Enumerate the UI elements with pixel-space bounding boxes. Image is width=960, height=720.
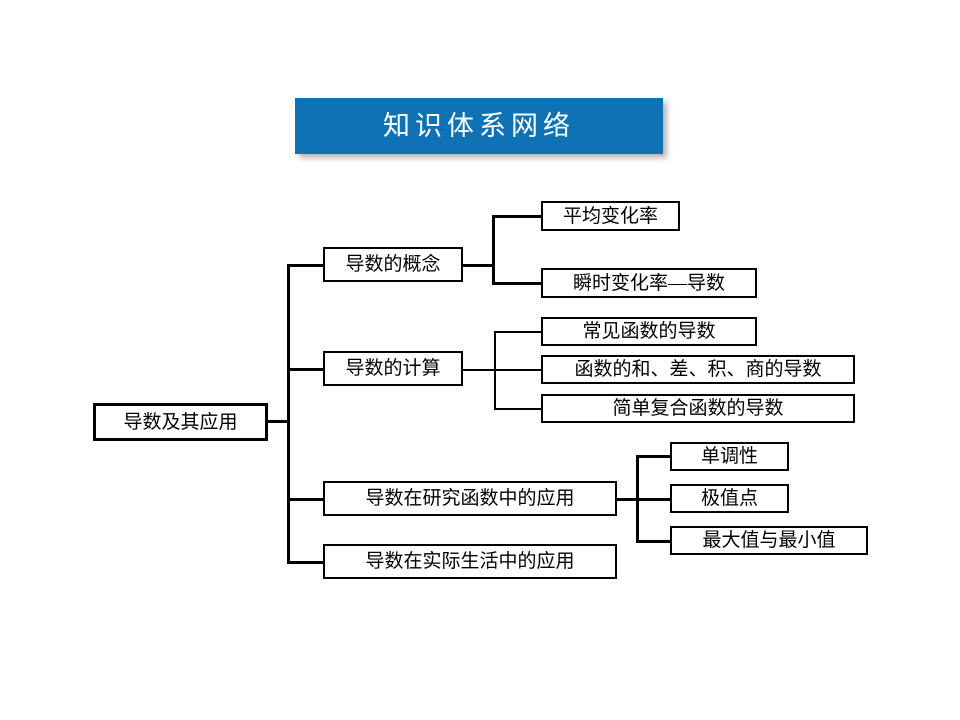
connector-branch-1-child-1 xyxy=(492,215,542,218)
connector-branch-3-child-3 xyxy=(636,540,672,543)
node-root[interactable]: 导数及其应用 xyxy=(93,403,268,441)
connector-branch-3-child-1 xyxy=(636,455,672,458)
page-title: 知识体系网络 xyxy=(383,110,575,141)
connector-branch-2-child-1 xyxy=(494,331,543,333)
node-leaf-label: 最大值与最小值 xyxy=(702,530,836,551)
node-leaf-sum-difference-product-quotient[interactable]: 函数的和、差、积、商的导数 xyxy=(541,355,855,384)
node-leaf-label: 单调性 xyxy=(700,446,758,467)
connector-branch-1-stub xyxy=(463,264,494,267)
connector-branch-3-child-2 xyxy=(636,498,672,501)
connector-branch-2-child-2 xyxy=(494,369,543,371)
node-leaf-extreme-point[interactable]: 极值点 xyxy=(670,484,789,513)
node-branch-3-label: 导数在研究函数中的应用 xyxy=(365,488,575,509)
node-leaf-simple-composite-function[interactable]: 简单复合函数的导数 xyxy=(541,394,855,423)
connector-branch-1-fan xyxy=(492,216,495,285)
connector-branch-2-stub xyxy=(463,369,496,371)
title-banner: 知识体系网络 xyxy=(295,98,663,154)
connector-trunk-to-branch-3 xyxy=(287,498,325,501)
node-branch-4-label: 导数在实际生活中的应用 xyxy=(365,551,575,572)
node-branch-1-label: 导数的概念 xyxy=(345,254,441,275)
node-root-label: 导数及其应用 xyxy=(123,411,238,433)
connector-branch-1-child-2 xyxy=(492,282,542,285)
node-leaf-label: 简单复合函数的导数 xyxy=(612,398,784,419)
node-leaf-label: 极值点 xyxy=(700,488,758,509)
node-branch-2[interactable]: 导数的计算 xyxy=(323,351,463,386)
connector-trunk-to-branch-4 xyxy=(287,561,325,564)
node-leaf-label: 常见函数的导数 xyxy=(582,321,716,342)
connector-trunk-vertical xyxy=(287,265,290,564)
node-branch-3[interactable]: 导数在研究函数中的应用 xyxy=(323,481,617,516)
node-leaf-max-and-min[interactable]: 最大值与最小值 xyxy=(670,526,868,555)
connector-branch-2-fan xyxy=(494,332,496,410)
connector-branch-2-child-3 xyxy=(494,408,543,410)
node-leaf-monotonicity[interactable]: 单调性 xyxy=(670,442,789,471)
node-leaf-label: 平均变化率 xyxy=(562,205,658,227)
connector-trunk-to-branch-1 xyxy=(287,264,325,267)
node-branch-4[interactable]: 导数在实际生活中的应用 xyxy=(323,544,617,579)
connector-root-stub xyxy=(268,420,290,423)
node-branch-1[interactable]: 导数的概念 xyxy=(323,247,463,282)
connector-branch-3-stub xyxy=(617,498,639,501)
node-leaf-average-rate-of-change[interactable]: 平均变化率 xyxy=(541,201,680,231)
connector-trunk-to-branch-2 xyxy=(287,368,325,371)
node-leaf-label: 瞬时变化率—导数 xyxy=(572,272,725,294)
node-leaf-label: 函数的和、差、积、商的导数 xyxy=(574,359,822,380)
node-leaf-common-function-derivatives[interactable]: 常见函数的导数 xyxy=(541,317,757,346)
node-branch-2-label: 导数的计算 xyxy=(345,358,441,379)
node-leaf-instantaneous-rate-of-change[interactable]: 瞬时变化率—导数 xyxy=(541,268,757,298)
